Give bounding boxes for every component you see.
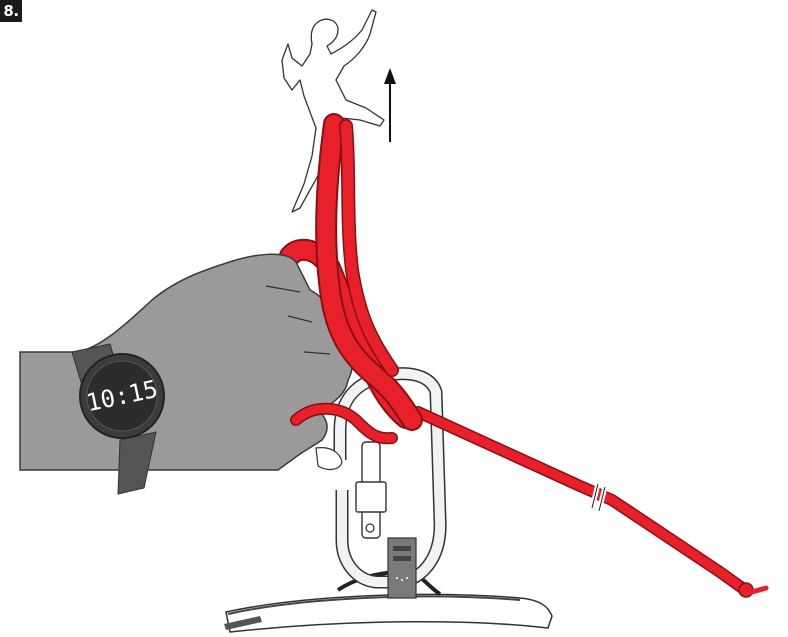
- rope-tail: [412, 406, 769, 598]
- rope-main-strand: [290, 113, 423, 445]
- anchor-base: [224, 569, 553, 633]
- hand-arm: [19, 253, 353, 471]
- step-number-badge: 8.: [0, 0, 22, 22]
- climber-figure: [281, 9, 385, 213]
- wristwatch: 10:15: [71, 343, 165, 495]
- up-arrow-icon: [384, 68, 396, 142]
